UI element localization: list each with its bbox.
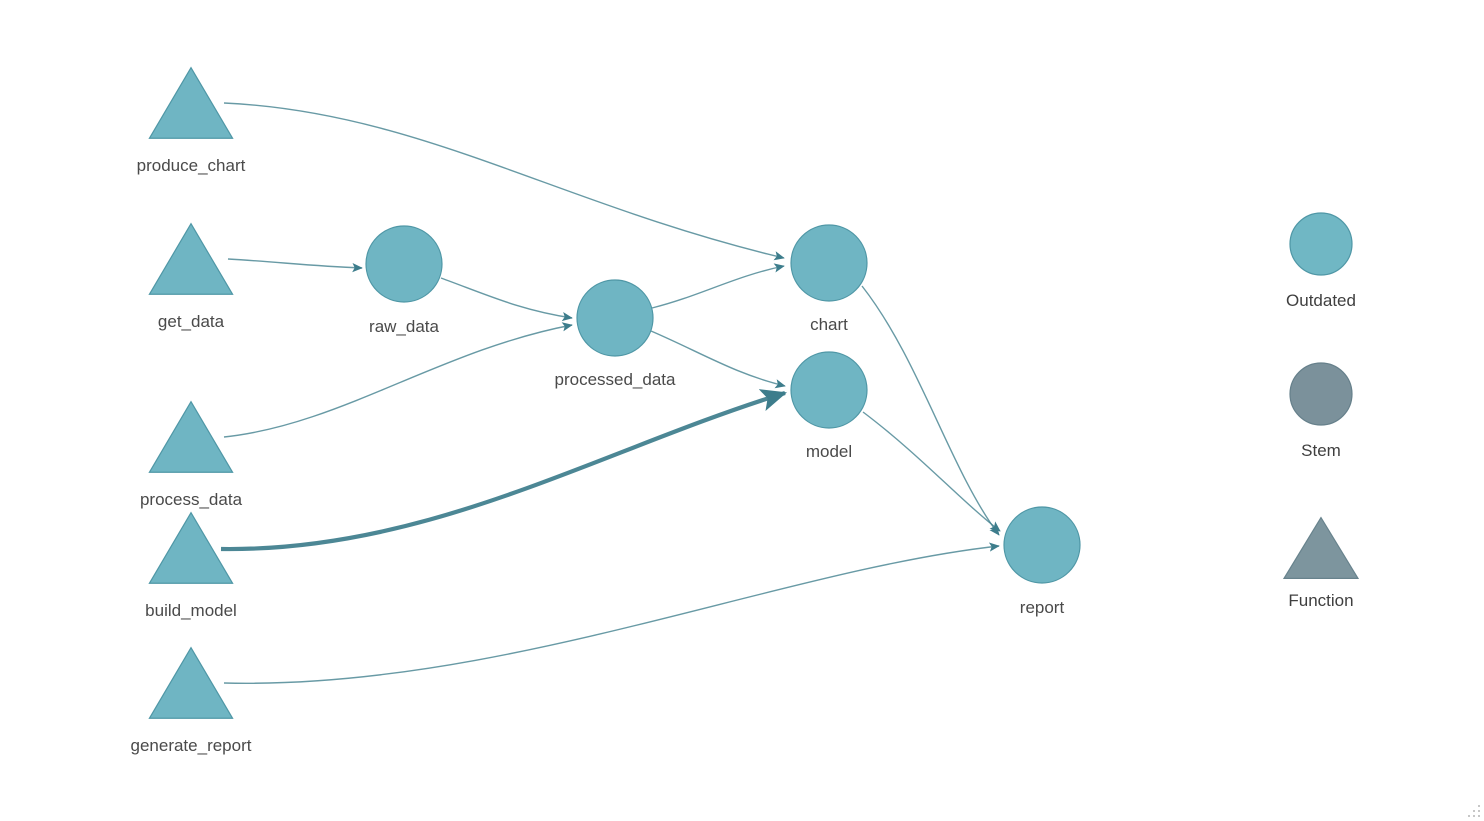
graph-node-process_data[interactable]: process_data bbox=[140, 400, 243, 509]
graph-node-get_data[interactable]: get_data bbox=[148, 222, 234, 331]
resize-grip-dot bbox=[1478, 810, 1480, 812]
graph-node-generate_report[interactable]: generate_report bbox=[131, 646, 252, 755]
legend-item-function: Function bbox=[1282, 516, 1360, 610]
node-label: process_data bbox=[140, 490, 243, 509]
node-circle[interactable] bbox=[576, 279, 654, 357]
graph-edge bbox=[227, 258, 363, 273]
legend-swatch-circle bbox=[1289, 212, 1353, 276]
graph-edge bbox=[440, 277, 573, 322]
graph-node-raw_data[interactable]: raw_data bbox=[365, 225, 443, 336]
legend-item-outdated: Outdated bbox=[1286, 212, 1356, 310]
node-label: generate_report bbox=[131, 736, 252, 755]
node-triangle[interactable] bbox=[148, 66, 234, 139]
graph-edge bbox=[861, 285, 1000, 536]
legend-label: Outdated bbox=[1286, 291, 1356, 310]
node-circle[interactable] bbox=[1003, 506, 1081, 584]
graph-edge bbox=[651, 263, 785, 309]
legend-label: Function bbox=[1288, 591, 1353, 610]
node-circle[interactable] bbox=[790, 351, 868, 429]
graph-node-chart[interactable]: chart bbox=[790, 224, 868, 334]
resize-grip[interactable] bbox=[1466, 803, 1482, 819]
node-triangle[interactable] bbox=[148, 400, 234, 473]
resize-grip-dot bbox=[1468, 815, 1470, 817]
node-triangle[interactable] bbox=[148, 222, 234, 295]
graph-edge bbox=[862, 411, 1001, 532]
resize-grip-dot bbox=[1473, 815, 1475, 817]
node-label: chart bbox=[810, 315, 848, 334]
node-triangle[interactable] bbox=[148, 511, 234, 584]
resize-grip-dot bbox=[1478, 815, 1480, 817]
resize-grip-dot bbox=[1473, 810, 1475, 812]
graph-node-processed_data[interactable]: processed_data bbox=[555, 279, 677, 389]
graph-edge bbox=[650, 330, 786, 389]
legend-item-stem: Stem bbox=[1289, 362, 1353, 460]
node-label: model bbox=[806, 442, 852, 461]
graph-node-build_model[interactable]: build_model bbox=[145, 511, 237, 620]
graph-edge bbox=[220, 389, 787, 552]
node-label: processed_data bbox=[555, 370, 677, 389]
graph-node-produce_chart[interactable]: produce_chart bbox=[137, 66, 246, 175]
legend-swatch-circle bbox=[1289, 362, 1353, 426]
node-triangle[interactable] bbox=[148, 646, 234, 719]
legend-label: Stem bbox=[1301, 441, 1341, 460]
legend-swatch-triangle bbox=[1282, 516, 1360, 580]
node-label: get_data bbox=[158, 312, 225, 331]
edges-layer bbox=[220, 102, 1001, 684]
node-label: build_model bbox=[145, 601, 237, 620]
node-circle[interactable] bbox=[790, 224, 868, 302]
node-label: produce_chart bbox=[137, 156, 246, 175]
node-label: report bbox=[1020, 598, 1065, 617]
graph-edge bbox=[223, 102, 785, 261]
resize-grip-dot bbox=[1478, 805, 1480, 807]
graph-edge bbox=[223, 542, 1000, 684]
nodes-layer[interactable]: produce_chart get_data raw_data process_dat… bbox=[131, 66, 1081, 755]
graph-node-model[interactable]: model bbox=[790, 351, 868, 461]
graph-node-report[interactable]: report bbox=[1003, 506, 1081, 617]
node-circle[interactable] bbox=[365, 225, 443, 303]
graph-edge bbox=[223, 322, 573, 438]
node-label: raw_data bbox=[369, 317, 439, 336]
